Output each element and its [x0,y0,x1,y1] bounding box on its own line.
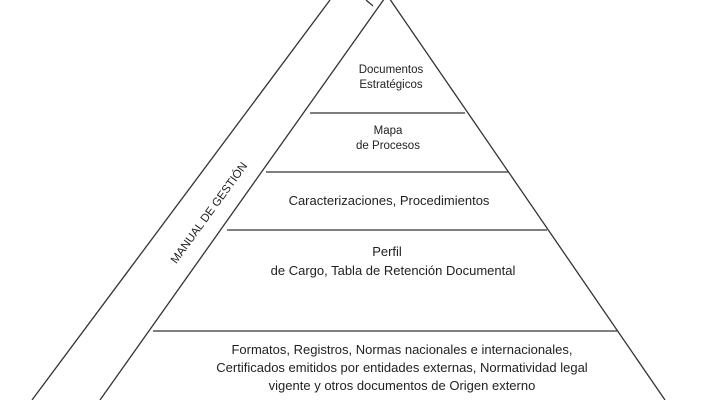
level-1-line-2: Estratégicos [359,79,423,91]
manual-band-top-tick [365,0,374,7]
level-2-line-1: Mapa [374,125,403,137]
pyramid-left-edge [99,0,385,400]
manual-de-gestion-label: MANUAL DE GESTIÓN [168,160,250,266]
level-3-line-1: Caracterizaciones, Procedimientos [289,193,490,208]
level-4-line-1: Perfil [372,244,402,259]
level-5-line-1: Formatos, Registros, Normas nacionales e… [231,342,572,357]
level-1-line-1: Documentos [359,64,424,76]
manual-band-outer-edge [31,0,331,400]
level-4-line-2: de Cargo, Tabla de Retención Documental [271,263,516,278]
level-5-line-3: vigente y otros documentos de Origen ext… [269,378,536,393]
level-5-line-2: Certificados emitidos por entidades exte… [216,360,588,375]
pyramid-right-edge [389,0,666,400]
level-2-line-2: de Procesos [356,140,420,152]
